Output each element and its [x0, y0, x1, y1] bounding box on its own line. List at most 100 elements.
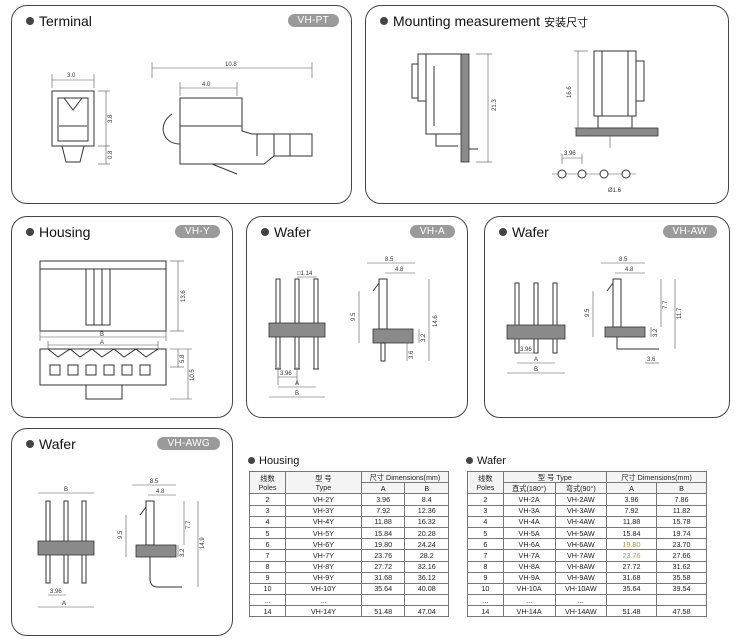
dim-wafer-a-h3: 3.2	[421, 333, 427, 342]
dim-wafer-aw-h5: 3.6	[647, 357, 656, 363]
dim-wafer-awg-h3: 14.9	[200, 537, 206, 549]
dim-housing-h3: 10.5	[190, 369, 196, 381]
bullet-icon	[499, 228, 507, 236]
wafer-a-panel: Wafer VH-A □1.14 3.96 A B 8.5 4.8 9.5 14…	[246, 216, 468, 418]
dim-mounting-h1: 21.3	[492, 99, 498, 111]
dim-wafer-aw-h2: 7.7	[663, 300, 669, 309]
dim-wafer-a-a: A	[295, 381, 299, 387]
wafer-aw-drawing: 3.96 A B 8.5 4.8 9.5 7.7 11.7 3.2 3.6	[506, 257, 683, 374]
dim-wafer-a-w2: 4.8	[395, 267, 404, 273]
dim-wafer-a-h1: 9.5	[351, 312, 357, 321]
terminal-title: Terminal	[26, 13, 92, 29]
dim-wafer-awg-w1: 8.5	[150, 479, 159, 485]
housing-table-title: Housing	[248, 455, 299, 467]
table-row: ......	[249, 594, 449, 607]
terminal-badge: VH-PT	[287, 14, 339, 27]
wafer-aw-badge: VH-AW	[662, 225, 717, 238]
dim-wafer-awg-h2: 7.7	[186, 520, 192, 529]
wafer-awg-drawing: B 3.96 A 8.5 4.8 9.5 7.7 14.9 3.2	[37, 479, 206, 608]
dim-housing-a: A	[100, 340, 104, 346]
bullet-icon	[26, 440, 34, 448]
mounting-drawing: 21.3 16.6 3.96 Ø1.6	[411, 50, 659, 194]
dim-wafer-aw-h4: 3.2	[653, 328, 659, 337]
terminal-panel: Terminal VH-PT 3.0 3.8 0.8 10.8 4.0	[11, 5, 352, 204]
dim-housing-b: B	[100, 332, 104, 338]
col-type: 型 号 Type	[502, 470, 608, 484]
dim-wafer-awg-b: B	[64, 487, 68, 493]
col-dims: 尺寸 Dimensions(mm)	[360, 470, 450, 484]
col-right-angle: 弯式(90°)	[554, 482, 608, 495]
wafer-table-title: Wafer	[466, 455, 506, 467]
terminal-drawing: 3.0 3.8 0.8 10.8 4.0	[51, 62, 313, 175]
dim-wafer-awg-w2: 4.8	[156, 489, 165, 495]
col-b: B	[404, 482, 449, 495]
dim-housing-h1: 13.6	[181, 290, 187, 302]
dim-wafer-aw-a: A	[534, 357, 538, 363]
dim-terminal-len: 10.8	[225, 62, 237, 68]
dim-terminal-len2: 4.0	[202, 82, 211, 88]
dim-mounting-h2: 16.6	[567, 86, 573, 98]
dim-wafer-awg-h4: 3.2	[180, 548, 186, 557]
wafer-awg-title: Wafer	[26, 436, 76, 452]
housing-badge: VH-Y	[174, 225, 220, 238]
bullet-icon	[248, 457, 255, 464]
dim-wafer-aw-b: B	[534, 367, 538, 373]
dim-wafer-aw-w1: 8.5	[619, 257, 628, 263]
wafer-awg-badge: VH-AWG	[157, 437, 220, 450]
dim-wafer-aw-w2: 4.8	[625, 267, 634, 273]
housing-drawing: 13.6 B A 5.8 10.5	[39, 260, 196, 400]
dim-wafer-aw-h3: 11.7	[677, 307, 683, 319]
wafer-a-badge: VH-A	[409, 225, 455, 238]
wafer-a-title: Wafer	[261, 224, 311, 240]
housing-title: Housing	[26, 224, 90, 240]
dim-wafer-a-h4: 3.6	[409, 350, 415, 359]
table-row: .........	[467, 594, 707, 607]
dim-terminal-h2: 0.8	[108, 150, 114, 159]
dim-wafer-a-w1: 8.5	[385, 257, 394, 263]
col-a: A	[606, 482, 658, 495]
bullet-icon	[26, 17, 34, 25]
dim-wafer-awg-a: A	[62, 601, 66, 607]
bullet-icon	[26, 228, 34, 236]
bullet-icon	[380, 17, 388, 25]
wafer-aw-title: Wafer	[499, 224, 549, 240]
dim-wafer-a-pin: □1.14	[297, 271, 313, 277]
col-a: A	[360, 482, 406, 495]
wafer-aw-panel: Wafer VH-AW 3.96 A B 8.5 4.8 9.5 7.7 11.…	[484, 216, 730, 418]
dim-terminal-w1: 3.0	[67, 73, 76, 79]
dim-wafer-aw-pitch: 3.96	[520, 347, 532, 353]
dim-wafer-aw-h1: 9.5	[585, 308, 591, 317]
bullet-icon	[261, 228, 269, 236]
wafer-a-drawing: □1.14 3.96 A B 8.5 4.8 9.5 14.6 3.2 3.6	[268, 257, 439, 398]
wafer-awg-panel: Wafer VH-AWG B 3.96 A 8.5 4.8 9.5 7.7 14…	[11, 428, 233, 636]
dim-wafer-awg-pitch: 3.96	[50, 589, 62, 595]
dim-wafer-a-pitch: 3.96	[280, 371, 292, 377]
dim-wafer-a-h2: 14.6	[433, 315, 439, 327]
bullet-icon	[466, 457, 473, 464]
col-b: B	[656, 482, 707, 495]
col-dims: 尺寸 Dimensions(mm)	[606, 470, 707, 484]
